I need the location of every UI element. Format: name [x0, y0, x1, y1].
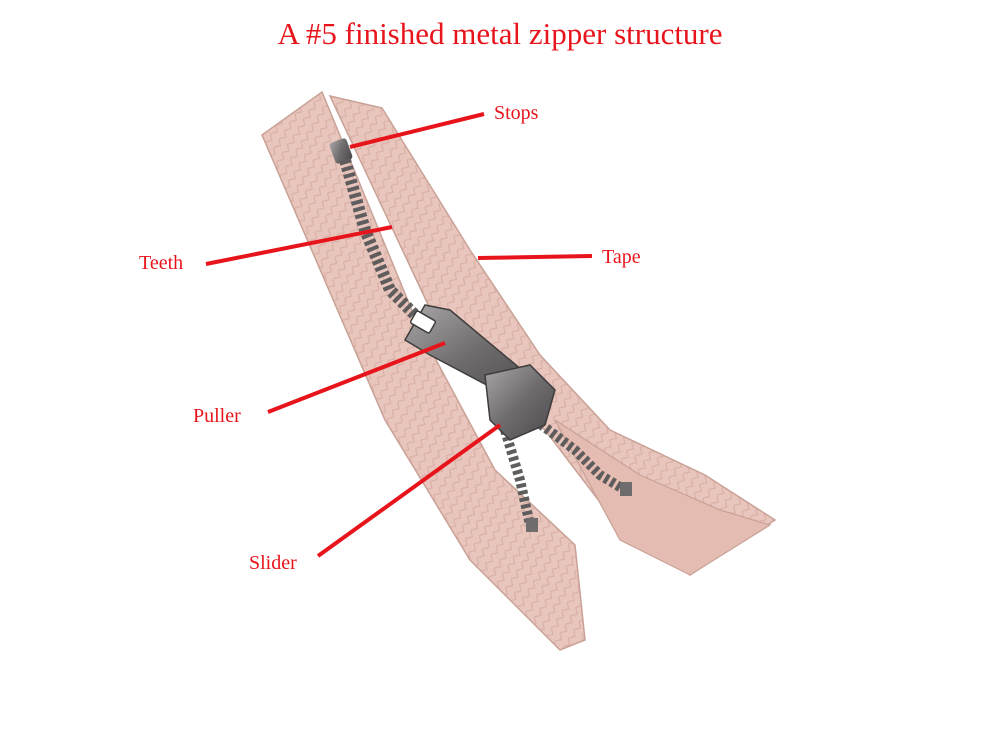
slider-leader-line [316, 423, 502, 558]
slider-label: Slider [249, 552, 297, 574]
teeth-label: Teeth [139, 252, 184, 274]
tape-label: Tape [602, 246, 641, 268]
puller-label: Puller [193, 405, 241, 427]
slider-body [484, 364, 556, 441]
teeth-chain-left [500, 428, 535, 527]
teeth-chain-right [532, 416, 628, 495]
stops-leader-line [349, 112, 485, 149]
puller-leader-line [267, 341, 446, 414]
teeth-leader-line [205, 225, 393, 266]
stops-label: Stops [494, 102, 539, 124]
bottom-stop-left [526, 518, 538, 532]
diagram-title: A #5 finished metal zipper structure [277, 16, 723, 51]
tape-leader-line [477, 254, 593, 260]
top-stop [329, 138, 353, 164]
left-tape [261, 90, 586, 651]
teeth-chain-top [339, 158, 425, 325]
bottom-stop-right [620, 482, 632, 496]
